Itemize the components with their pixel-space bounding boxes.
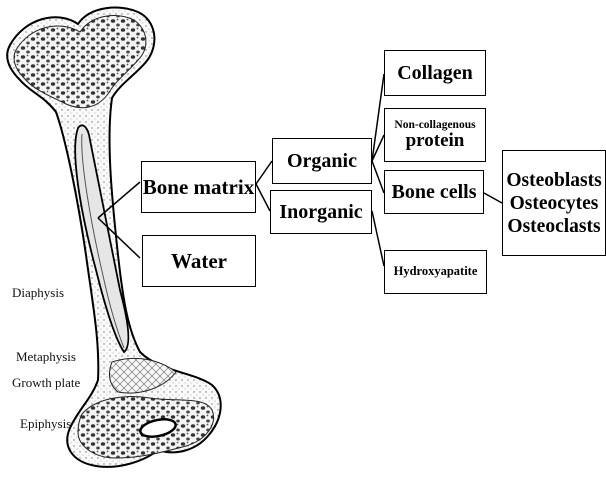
connector-matrix-to-organic [256, 161, 272, 184]
node-bone-matrix-label: Bone matrix [143, 176, 254, 198]
node-inorganic: Inorganic [270, 190, 372, 234]
node-bone-cells: Bone cells [384, 170, 484, 214]
node-noncollagenous-line2: protein [406, 131, 465, 151]
label-growth-plate: Growth plate [12, 375, 80, 391]
node-bone-cells-label: Bone cells [392, 182, 477, 203]
connector-bone-to-matrix [98, 182, 140, 218]
node-collagen-label: Collagen [397, 63, 473, 84]
node-collagen: Collagen [384, 50, 486, 96]
node-cell-types: Osteoblasts Osteocytes Osteoclasts [502, 150, 606, 256]
cell-type-osteoblasts: Osteoblasts [506, 169, 601, 192]
connector-organic-to-bonecells [372, 161, 384, 193]
cell-type-osteoclasts: Osteoclasts [507, 215, 600, 238]
node-organic-label: Organic [287, 151, 357, 172]
connector-bone-to-water [98, 218, 140, 258]
node-water-label: Water [171, 250, 227, 272]
node-bone-matrix: Bone matrix [141, 161, 256, 213]
connector-matrix-to-inorganic [256, 184, 270, 211]
node-organic: Organic [272, 138, 372, 184]
node-noncollagenous-protein: Non-collagenous protein [384, 108, 486, 162]
node-water: Water [142, 235, 256, 287]
node-hydroxyapatite-label: Hydroxyapatite [394, 265, 478, 278]
label-metaphysis: Metaphysis [16, 349, 76, 365]
label-diaphysis: Diaphysis [12, 285, 64, 301]
node-hydroxyapatite: Hydroxyapatite [384, 250, 487, 294]
node-inorganic-label: Inorganic [279, 202, 362, 223]
connector-bonecells-to-celltypes [484, 193, 502, 203]
connector-inorganic-to-hydroxyapatite [372, 211, 384, 266]
label-epiphysis: Epiphysis [20, 416, 71, 432]
cell-type-osteocytes: Osteocytes [510, 192, 599, 215]
